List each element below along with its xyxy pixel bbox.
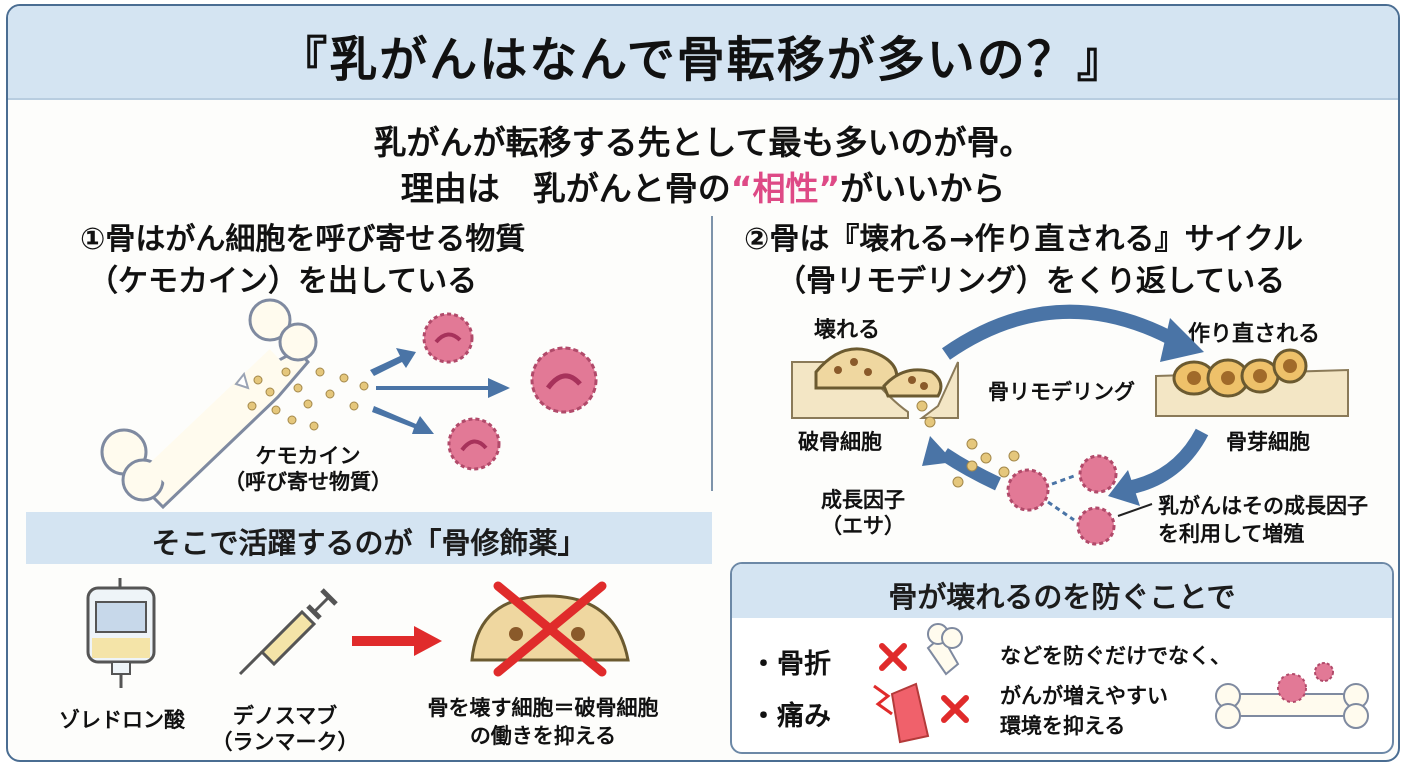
- remodeling-illustration: [791, 304, 1349, 546]
- drug-effect-line2: の働きを抑える: [469, 724, 617, 748]
- chemokine-label: ケモカイン: [255, 444, 361, 468]
- drug-section-title: そこで活躍するのが「骨修飾薬」: [151, 526, 587, 560]
- intro-highlight: “相性”: [730, 169, 841, 208]
- drug2-sub-label: （ランマーク）: [211, 730, 359, 754]
- prevention-text-2-line2: 環境を抑える: [1000, 714, 1126, 738]
- note-leader-line: [1117, 503, 1153, 517]
- drug1-label: ゾレドロン酸: [59, 708, 185, 732]
- remodeling-label: 骨リモデリング: [988, 380, 1135, 404]
- broken-label: 壊れる: [814, 318, 881, 343]
- prevention-title: 骨が壊れるのを防ぐことで: [888, 580, 1236, 614]
- intro-line-1: 乳がんが転移する先として最も多いのが骨。: [373, 123, 1033, 162]
- prevention-text-1: などを防ぐだけでなく、: [1000, 644, 1231, 668]
- osteoclast-label: 破骨細胞: [798, 430, 882, 454]
- drug-section-header: そこで活躍するのが「骨修飾薬」: [26, 512, 712, 564]
- section2-title-line2: （骨リモデリング）をくり返している: [776, 264, 1286, 299]
- chemokine-illustration: [100, 298, 598, 510]
- title-banner: 『乳がんはなんで骨転移が多いの？』: [8, 6, 1398, 100]
- intro-line-2: 理由は 乳がんと骨の“相性”がいいから: [8, 162, 1398, 210]
- prevention-bullet-pain: ・痛み: [750, 701, 831, 732]
- rebuilt-label: 作り直される: [1188, 322, 1321, 347]
- intro-line-2-suffix: がいいから: [840, 169, 1006, 208]
- growth-factor-sub-label: （エサ）: [821, 514, 905, 538]
- prevention-bullet-fracture: ・骨折: [750, 649, 831, 680]
- cancer-cell-icon: [422, 312, 598, 471]
- osteoblast-label: 骨芽細胞: [1226, 430, 1310, 454]
- attraction-arrows: [370, 348, 510, 434]
- cross-icon: [493, 581, 607, 677]
- chemokine-dots: [247, 367, 369, 431]
- cancer-note-line1: 乳がんはその成長因子: [1158, 494, 1368, 518]
- prevention-text-2-line1: がんが増えやすい: [1000, 684, 1168, 708]
- syringe-icon: [238, 588, 338, 676]
- drug-illustrations: [86, 578, 630, 688]
- osteoblast-cells: [1172, 348, 1308, 398]
- section2-title-line1: ②骨は『壊れる→作り直される』サイクル: [744, 222, 1304, 257]
- cross-icon: [879, 643, 969, 723]
- prevention-header: 骨が壊れるのを防ぐことで: [732, 564, 1392, 618]
- intro-line-2-prefix: 理由は 乳がんと骨の: [400, 169, 731, 208]
- growth-factor-dots: [916, 400, 1020, 488]
- section-divider: [711, 216, 713, 491]
- cycle-arrowheads: [922, 318, 1204, 506]
- cancer-cell-icon: [1277, 662, 1334, 703]
- infographic-frame: 『乳がんはなんで骨転移が多いの？』 乳がんが転移する先として最も多いのが骨。 理…: [6, 4, 1400, 762]
- bone-icon: [1215, 683, 1369, 729]
- osteoclast-cell: [814, 347, 943, 398]
- page-title: 『乳がんはなんで骨転移が多いの？』: [279, 32, 1127, 88]
- iv-bag-icon: [86, 578, 156, 688]
- cancer-cell-icon: [1006, 454, 1118, 546]
- section1-title-line1: ①骨はがん細胞を呼び寄せる物質: [80, 222, 526, 257]
- red-arrow: [352, 626, 442, 656]
- broken-bone-icon: [926, 623, 963, 676]
- proliferation-arrows: [1047, 474, 1075, 522]
- prevention-illustrations: [873, 623, 1369, 744]
- growth-factor-label: 成長因子: [821, 488, 905, 512]
- prevention-box: 骨が壊れるのを防ぐことで ・骨折 ・痛み などを防ぐだけでなく、 がんが増えやす…: [730, 562, 1394, 754]
- section1-title-line2: （ケモカイン）を出している: [88, 264, 478, 299]
- pain-bone-icon: [873, 682, 930, 744]
- drug2-label: デノスマブ: [232, 704, 338, 728]
- drug-effect-line1: 骨を壊す細胞＝破骨細胞: [427, 696, 659, 720]
- chemokine-sub-label: （呼び寄せ物質）: [224, 470, 392, 494]
- cancer-note-line2: を利用して増殖: [1158, 522, 1305, 546]
